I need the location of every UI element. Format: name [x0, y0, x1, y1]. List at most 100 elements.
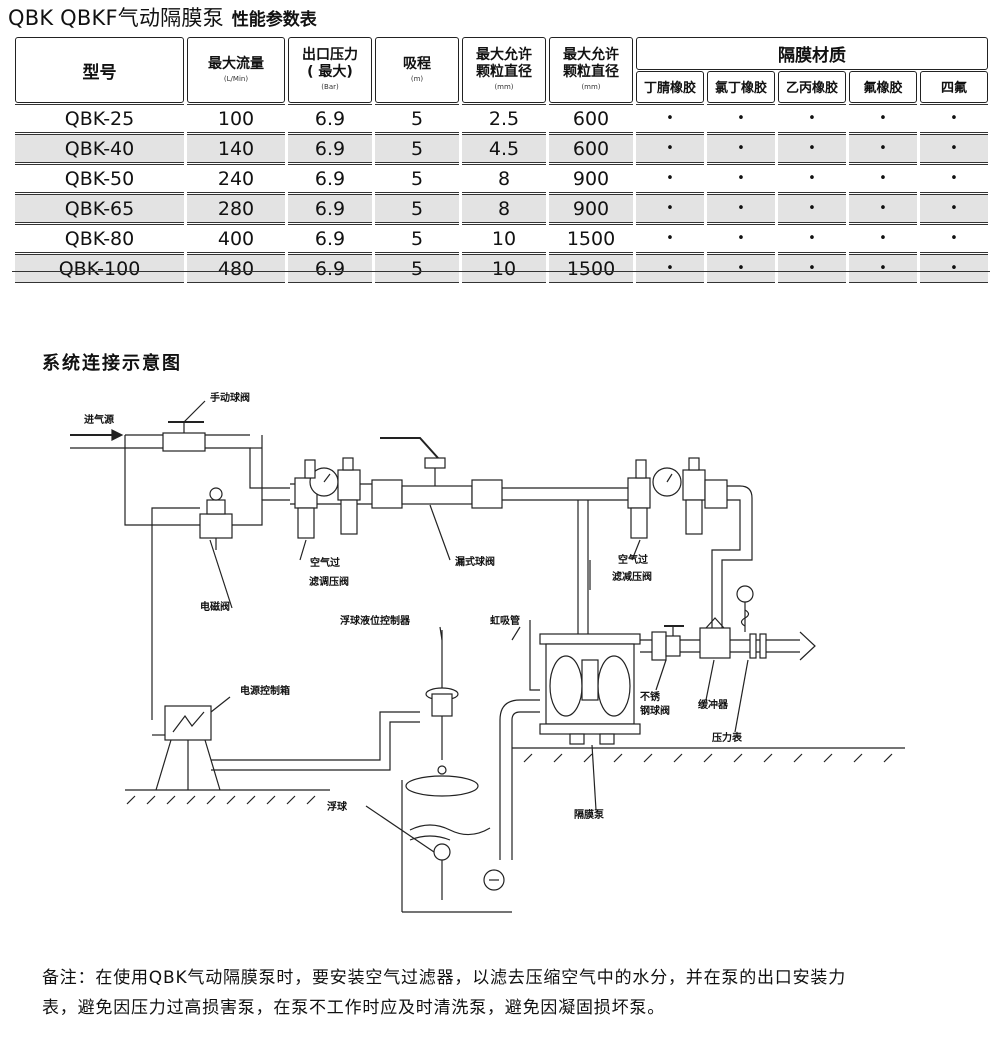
cell-material-mark: • [778, 164, 846, 193]
cell-material-mark: • [778, 194, 846, 223]
header-model: 型号 [15, 37, 184, 103]
air-pipe-right [502, 487, 630, 640]
label-filter-regulator-1-l2: 滤调压阀 [309, 575, 349, 588]
cell-pressure: 6.9 [288, 194, 372, 223]
control-wiring [151, 507, 420, 771]
cell-flow: 280 [187, 194, 285, 223]
header-particle-unit: (mm) [494, 83, 514, 91]
cell-flow: 480 [187, 254, 285, 283]
diaphragm-pump-icon [539, 633, 641, 745]
cell-model: QBK-25 [15, 104, 184, 133]
cell-model: QBK-40 [15, 134, 184, 163]
system-diagram: 进气源 手动球阀 空气过 滤调压阀 漏式球阀 空气过 滤减压阀 电磁阀 浮球液位… [70, 391, 905, 913]
cell-pressure: 6.9 [288, 104, 372, 133]
cell-material-mark: • [849, 254, 917, 283]
label-stainless-valve-l2: 钢球阀 [640, 704, 670, 717]
cell-particle: 4.5 [462, 134, 546, 163]
air-inlet-arrow-icon [70, 429, 125, 449]
header-material-5: 四氟 [920, 70, 989, 103]
cell-particle: 8 [462, 194, 546, 223]
header-particle-line1: 最大允许 [476, 47, 532, 63]
cell-material-mark: • [849, 104, 917, 133]
header-material-2: 氯丁橡胶 [707, 70, 775, 103]
note: 备注：在使用QBK气动隔膜泵时，要安装空气过滤器，以滤去压缩空气中的水分，并在泵… [42, 963, 972, 1023]
cell-material-mark: • [920, 104, 989, 133]
cell-particle: 10 [462, 254, 546, 283]
cell-particle-2: 600 [549, 134, 633, 163]
label-leak-valve: 漏式球阀 [455, 555, 495, 568]
cell-suction: 5 [375, 254, 459, 283]
header-suction-unit: (m) [410, 74, 424, 83]
cell-material-mark: • [778, 254, 846, 283]
header-pressure-line1: 出口压力 [302, 47, 358, 63]
label-float-controller: 浮球液位控制器 [340, 614, 411, 627]
cell-material-mark: • [636, 254, 704, 283]
cell-flow: 100 [187, 104, 285, 133]
cell-material-mark: • [636, 224, 704, 253]
strainer-icon [483, 869, 505, 891]
cell-suction: 5 [375, 104, 459, 133]
header-particle: 最大允许 颗粒直径 (mm) [462, 37, 546, 103]
cell-particle-2: 900 [549, 164, 633, 193]
filter-regulator-2-icon [627, 457, 753, 640]
cell-particle-2: 1500 [549, 224, 633, 253]
table-row: QBK-65 280 6.9 5 8 900 • • • • • [15, 194, 989, 223]
label-filter-regulator-1-l1: 空气过 [310, 556, 340, 569]
label-stainless-valve-l1: 不锈 [640, 690, 660, 703]
label-filter-regulator-2-l1: 空气过 [618, 553, 648, 566]
header-flow: 最大流量 (L/Min) [187, 37, 285, 103]
cell-material-mark: • [849, 224, 917, 253]
label-air-source: 进气源 [84, 413, 114, 426]
cell-particle-2: 1500 [549, 254, 633, 283]
cell-flow: 140 [187, 134, 285, 163]
title-model: QBK QBKF气动隔膜泵 [8, 6, 224, 30]
solenoid-valve-icon [199, 487, 233, 550]
cell-material-mark: • [920, 164, 989, 193]
cell-material-mark: • [778, 104, 846, 133]
header-flow-label: 最大流量 [208, 55, 264, 72]
cell-material-mark: • [778, 224, 846, 253]
cell-material-mark: • [778, 134, 846, 163]
leader-lines [210, 560, 749, 853]
cell-material-mark: • [707, 254, 775, 283]
cell-material-mark: • [707, 134, 775, 163]
cell-flow: 240 [187, 164, 285, 193]
cell-model: QBK-80 [15, 224, 184, 253]
cell-material-mark: • [849, 134, 917, 163]
note-line-1: 备注：在使用QBK气动隔膜泵时，要安装空气过滤器，以滤去压缩空气中的水分，并在泵… [42, 968, 846, 988]
pressure-gauge-icon [736, 585, 767, 659]
cell-material-mark: • [707, 104, 775, 133]
header-suction-label: 吸程 [403, 55, 431, 72]
cell-material-mark: • [920, 224, 989, 253]
cell-material-mark: • [636, 194, 704, 223]
label-buffer: 缓冲器 [697, 698, 729, 711]
cell-material-mark: • [849, 164, 917, 193]
header-particle-line2: 颗粒直径 [476, 64, 532, 80]
header-pressure-line2: ( 最大) [307, 64, 353, 80]
label-diaphragm-pump: 隔膜泵 [574, 808, 605, 821]
note-line-2: 表，避免因压力过高损害泵，在泵不工作时应及时清洗泵，避免因凝固损坏泵。 [42, 998, 665, 1018]
label-manual-valve: 手动球阀 [210, 391, 250, 404]
buffer-icon [699, 617, 731, 659]
table-row: QBK-80 400 6.9 5 10 1500 • • • • • [15, 224, 989, 253]
label-filter-regulator-2-l2: 滤减压阀 [612, 570, 652, 583]
leak-ball-valve-icon [371, 437, 503, 561]
cell-particle-2: 900 [549, 194, 633, 223]
label-float-ball: 浮球 [327, 800, 348, 813]
page-title: QBK QBKF气动隔膜泵性能参数表 [8, 4, 317, 32]
cell-pressure: 6.9 [288, 224, 372, 253]
cell-suction: 5 [375, 164, 459, 193]
filter-regulator-1-icon [290, 457, 400, 561]
cell-particle: 8 [462, 164, 546, 193]
float-controller-icon [425, 630, 459, 775]
cell-material-mark: • [707, 164, 775, 193]
header-material-3: 乙丙橡胶 [778, 70, 846, 103]
header-particle-2: 最大允许 颗粒直径 (mm) [549, 37, 633, 103]
power-box-icon [155, 705, 221, 791]
cell-material-mark: • [920, 254, 989, 283]
cell-suction: 5 [375, 224, 459, 253]
cell-model: QBK-50 [15, 164, 184, 193]
cell-pressure: 6.9 [288, 164, 372, 193]
header-materials-group: 隔膜材质 [636, 37, 989, 70]
header-flow-unit: (L/Min) [223, 74, 249, 83]
